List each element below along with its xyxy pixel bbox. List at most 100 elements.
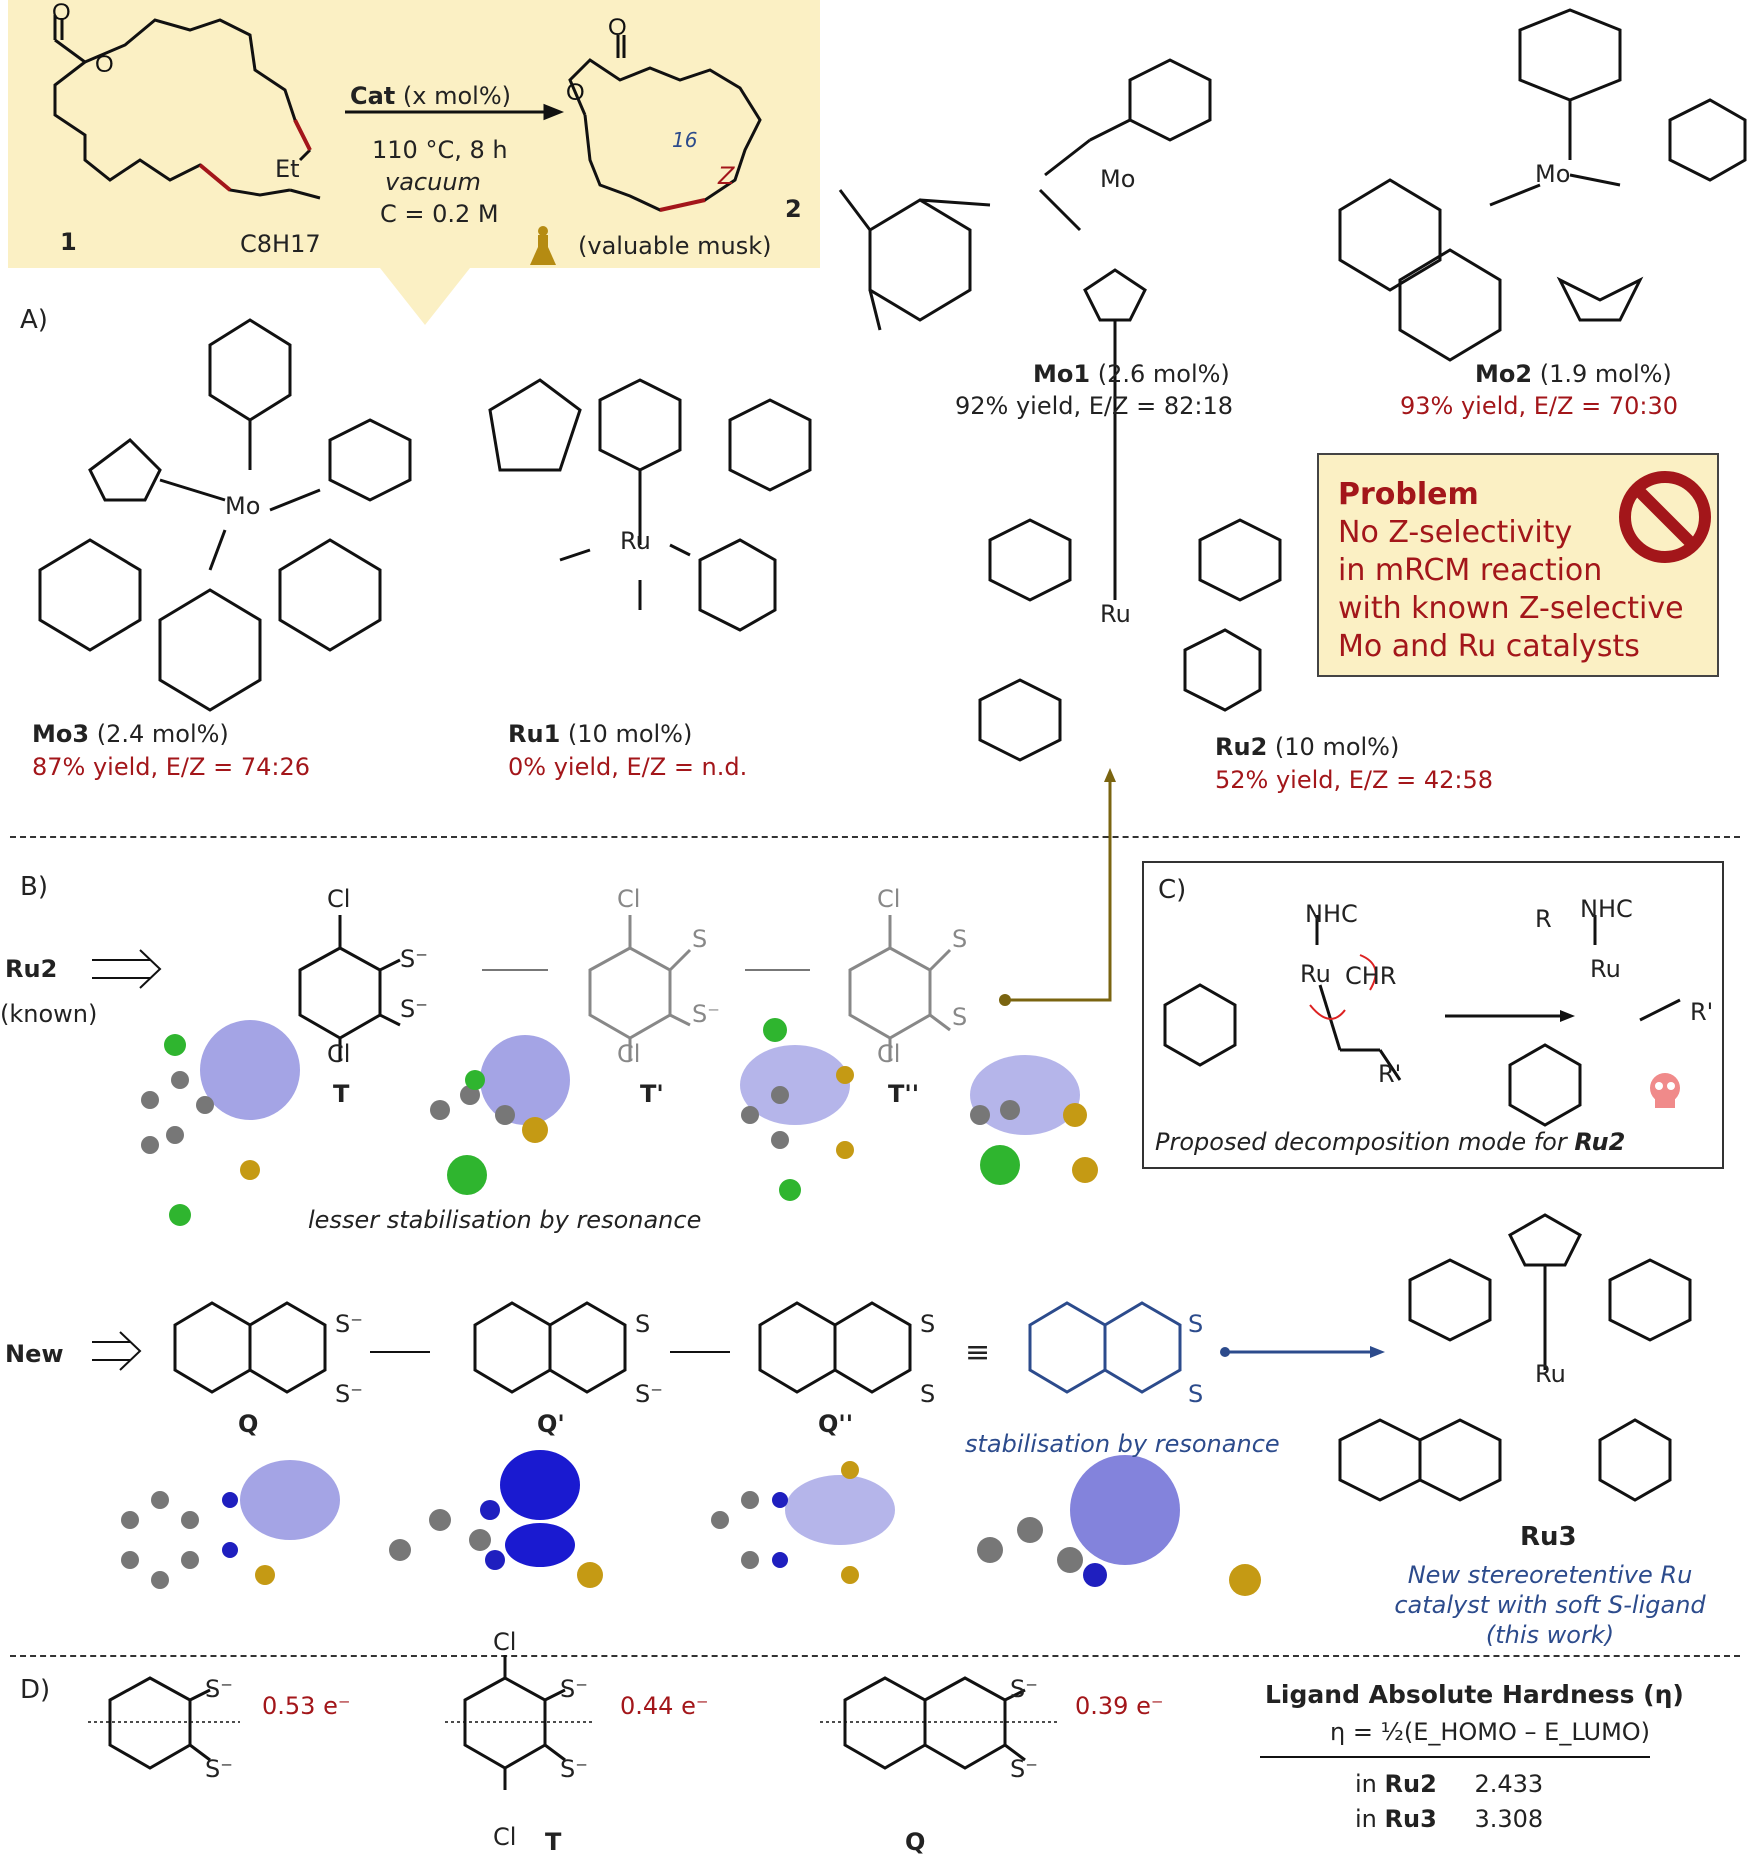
row-ru2-cat: Ru2 (1384, 1770, 1437, 1798)
tp-cl-top: Cl (617, 885, 641, 913)
panel-c-caption-ru2: Ru2 (1574, 1128, 1626, 1156)
q-structures (173, 1301, 912, 1394)
separator-ab (10, 836, 1740, 838)
q-label: Q (238, 1410, 259, 1438)
hardness-formula: η = ½(E_HOMO – E_LUMO) (1330, 1718, 1651, 1746)
tpp-s-bottom: S (952, 1003, 968, 1031)
problem-title: Problem (1338, 477, 1479, 512)
ru3-label: Ru3 (1520, 1522, 1577, 1552)
vacuum-condition: vacuum (385, 168, 481, 196)
lesser-stabilisation: lesser stabilisation by resonance (308, 1206, 702, 1234)
tp-s-bottom: S⁻ (692, 1000, 720, 1028)
hardness-row-ru2: in Ru2 2.433 (1355, 1770, 1543, 1798)
electron-arrows (1309, 954, 1377, 1020)
d1-s-top: S⁻ (205, 1675, 233, 1703)
q-s-top: S⁻ (335, 1310, 363, 1338)
d2-cl-top: Cl (493, 1628, 517, 1656)
scheme-background (8, 0, 820, 325)
t-cl-bottom: Cl (327, 1040, 351, 1068)
mo3-result: 87% yield, E/Z = 74:26 (32, 753, 310, 781)
t-double-prime-structure (848, 915, 952, 1060)
svg-text:O: O (566, 79, 585, 106)
hardness-table-title: Ligand Absolute Hardness (η) (1265, 1680, 1684, 1709)
panel-c-chr: CHR (1345, 962, 1397, 990)
row-ru2-prefix: in (1355, 1770, 1377, 1798)
d2-s-top: S⁻ (560, 1675, 588, 1703)
ru3-desc-2: catalyst with soft S-ligand (1394, 1591, 1706, 1619)
ru1-caption: Ru1 (10 mol%) (508, 720, 692, 748)
ru3-description: New stereoretentive Ru catalyst with sof… (1375, 1560, 1725, 1650)
mo3-name: Mo3 (32, 720, 90, 748)
t-prime-label: T' (640, 1080, 664, 1108)
panel-c-ru-2: Ru (1590, 955, 1621, 983)
row-ru3-value: 3.308 (1474, 1805, 1544, 1833)
reactant-label: 1 (60, 228, 77, 256)
temperature-condition: 110 °C, 8 h (372, 136, 508, 164)
svg-text:O: O (52, 0, 71, 26)
panel-c-r: R (1535, 905, 1552, 933)
panel-c-rp-1: R' (1378, 1060, 1402, 1088)
ru3-desc-1: New stereoretentive Ru (1407, 1561, 1693, 1589)
mo2-loading: (1.9 mol%) (1539, 360, 1672, 388)
ring-size-label: 16 (672, 128, 698, 152)
ru3-structure (1338, 1213, 1692, 1502)
mo3-loading: (2.4 mol%) (96, 720, 229, 748)
ru2-pointer-arrow (1005, 780, 1112, 1002)
musk-note: (valuable musk) (578, 232, 772, 260)
panel-b-known: (known) (0, 1000, 98, 1028)
tpp-cl-top: Cl (877, 885, 901, 913)
d-q-label: Q (905, 1828, 926, 1856)
tpp-s-top: S (952, 925, 968, 953)
panel-c-nhc-2: NHC (1580, 895, 1633, 923)
qp-s-bottom: S⁻ (635, 1380, 663, 1408)
mo1-loading: (2.6 mol%) (1097, 360, 1230, 388)
qp-s-top: S (635, 1310, 651, 1338)
cat-loading: (x mol%) (402, 82, 512, 110)
t-structure (298, 915, 401, 1060)
mo3-caption: Mo3 (2.4 mol%) (32, 720, 229, 748)
qeq-s-top: S (1188, 1310, 1204, 1338)
panel-b-ru2: Ru2 (5, 955, 58, 983)
tpp-cl-bottom: Cl (877, 1040, 901, 1068)
substrate-chain-2 (84, 18, 312, 151)
mo2-name: Mo2 (1475, 360, 1533, 388)
d3-s-bottom: S⁻ (1010, 1755, 1038, 1783)
mo3-structure (38, 318, 412, 712)
ru2-metal: Ru (1100, 600, 1131, 628)
ru2-caption: Ru2 (10 mol%) (1215, 733, 1399, 761)
ru2-loading: (10 mol%) (1274, 733, 1400, 761)
tp-cl-bottom: Cl (617, 1040, 641, 1068)
q-prime-label: Q' (537, 1410, 565, 1438)
panel-b-label: B) (20, 872, 48, 902)
d3-s-top: S⁻ (1010, 1675, 1038, 1703)
ru2-name: Ru2 (1215, 733, 1268, 761)
row-ru3-cat: Ru3 (1384, 1805, 1437, 1833)
qpp-s-bottom: S (920, 1380, 936, 1408)
d-t-label: T (545, 1828, 562, 1856)
panel-b-new: New (5, 1340, 64, 1368)
mo2-result: 93% yield, E/Z = 70:30 (1400, 392, 1678, 420)
row-ru2-value: 2.433 (1474, 1770, 1544, 1798)
retro-arrow-ru2 (92, 949, 162, 989)
skull-icon (1650, 1073, 1680, 1108)
ru1-structure (488, 378, 812, 632)
qpp-s-top: S (920, 1310, 936, 1338)
concentration-condition: C = 0.2 M (380, 200, 499, 228)
charge-benzene: 0.53 e⁻ (262, 1692, 351, 1720)
z-label: Z (718, 162, 735, 190)
cat-label: Cat (350, 82, 396, 110)
svg-text:O: O (95, 51, 114, 78)
q-double-prime-label: Q'' (818, 1410, 854, 1438)
mo1-caption: Mo1 (2.6 mol%) (1033, 360, 1230, 388)
t-s-top: S⁻ (400, 945, 428, 973)
t-s-bottom: S⁻ (400, 995, 428, 1023)
panel-c-ru-1: Ru (1300, 960, 1331, 988)
t-prime-structure (588, 915, 692, 1060)
problem-line-1: No Z-selectivity (1338, 515, 1573, 550)
mo2-caption: Mo2 (1.9 mol%) (1475, 360, 1672, 388)
problem-line-4: Mo and Ru catalysts (1338, 629, 1640, 664)
product-ring (568, 58, 762, 212)
qeq-s-bottom: S (1188, 1380, 1204, 1408)
charge-t: 0.44 e⁻ (620, 1692, 709, 1720)
mo2-structure (1338, 8, 1747, 362)
